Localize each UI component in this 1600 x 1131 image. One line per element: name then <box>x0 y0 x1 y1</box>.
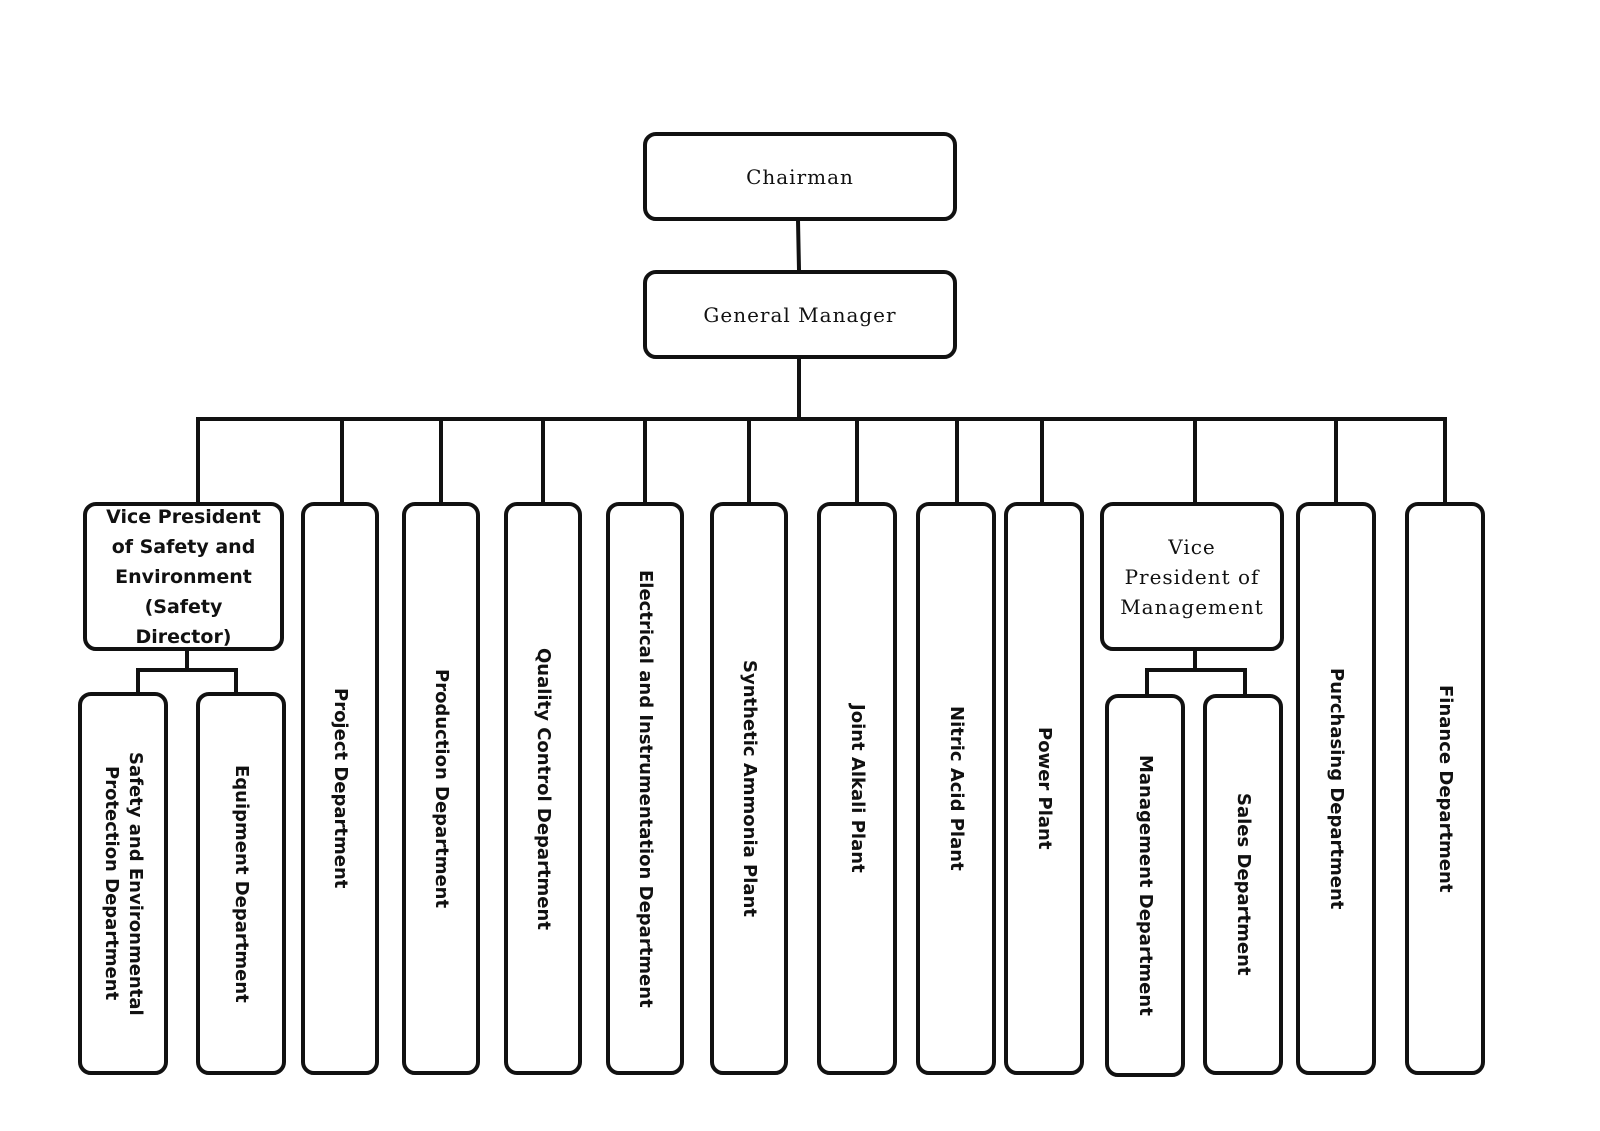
sales-department-label: Sales Department <box>1233 793 1254 976</box>
management-department-node: Management Department <box>1105 694 1185 1077</box>
joint-alkali-node: Joint Alkali Plant <box>817 502 897 1075</box>
finance-node: Finance Department <box>1405 502 1485 1075</box>
electrical-instrumentation-label: Electrical and Instrumentation Departmen… <box>635 569 656 1008</box>
general-manager-label: General Manager <box>703 302 897 327</box>
project-label: Project Department <box>330 688 351 889</box>
nitric-acid-node: Nitric Acid Plant <box>916 502 996 1075</box>
safety-env-protection-label: Safety and Environmental Protection Depa… <box>101 751 146 1016</box>
vp-safety-node: Vice President of Safety and Environment… <box>83 502 284 651</box>
safety-env-protection-node: Safety and Environmental Protection Depa… <box>78 692 168 1075</box>
purchasing-node: Purchasing Department <box>1296 502 1376 1075</box>
production-label: Production Department <box>431 668 452 909</box>
power-plant-label: Power Plant <box>1034 727 1055 850</box>
management-department-label: Management Department <box>1135 755 1156 1016</box>
purchasing-label: Purchasing Department <box>1326 667 1347 910</box>
equipment-label: Equipment Department <box>231 764 252 1003</box>
vp-management-label: Vice President of Management <box>1120 534 1264 619</box>
synthetic-ammonia-label: Synthetic Ammonia Plant <box>739 660 760 917</box>
vp-safety-label: Vice President of Safety and Environment… <box>106 505 261 648</box>
production-node: Production Department <box>402 502 480 1075</box>
sales-department-node: Sales Department <box>1203 694 1283 1075</box>
synthetic-ammonia-node: Synthetic Ammonia Plant <box>710 502 788 1075</box>
quality-control-node: Quality Control Department <box>504 502 582 1075</box>
project-node: Project Department <box>301 502 379 1075</box>
connector-chairman-gm <box>795 217 802 273</box>
power-plant-node: Power Plant <box>1004 502 1084 1075</box>
electrical-instrumentation-node: Electrical and Instrumentation Departmen… <box>606 502 684 1075</box>
joint-alkali-label: Joint Alkali Plant <box>847 704 868 873</box>
vp-management-node: Vice President of Management <box>1100 502 1284 651</box>
nitric-acid-label: Nitric Acid Plant <box>946 706 967 871</box>
finance-label: Finance Department <box>1435 684 1456 893</box>
equipment-node: Equipment Department <box>196 692 286 1075</box>
quality-control-label: Quality Control Department <box>533 647 554 930</box>
general-manager-node: General Manager <box>643 270 957 359</box>
chairman-node: Chairman <box>643 132 957 221</box>
chairman-label: Chairman <box>746 164 854 189</box>
